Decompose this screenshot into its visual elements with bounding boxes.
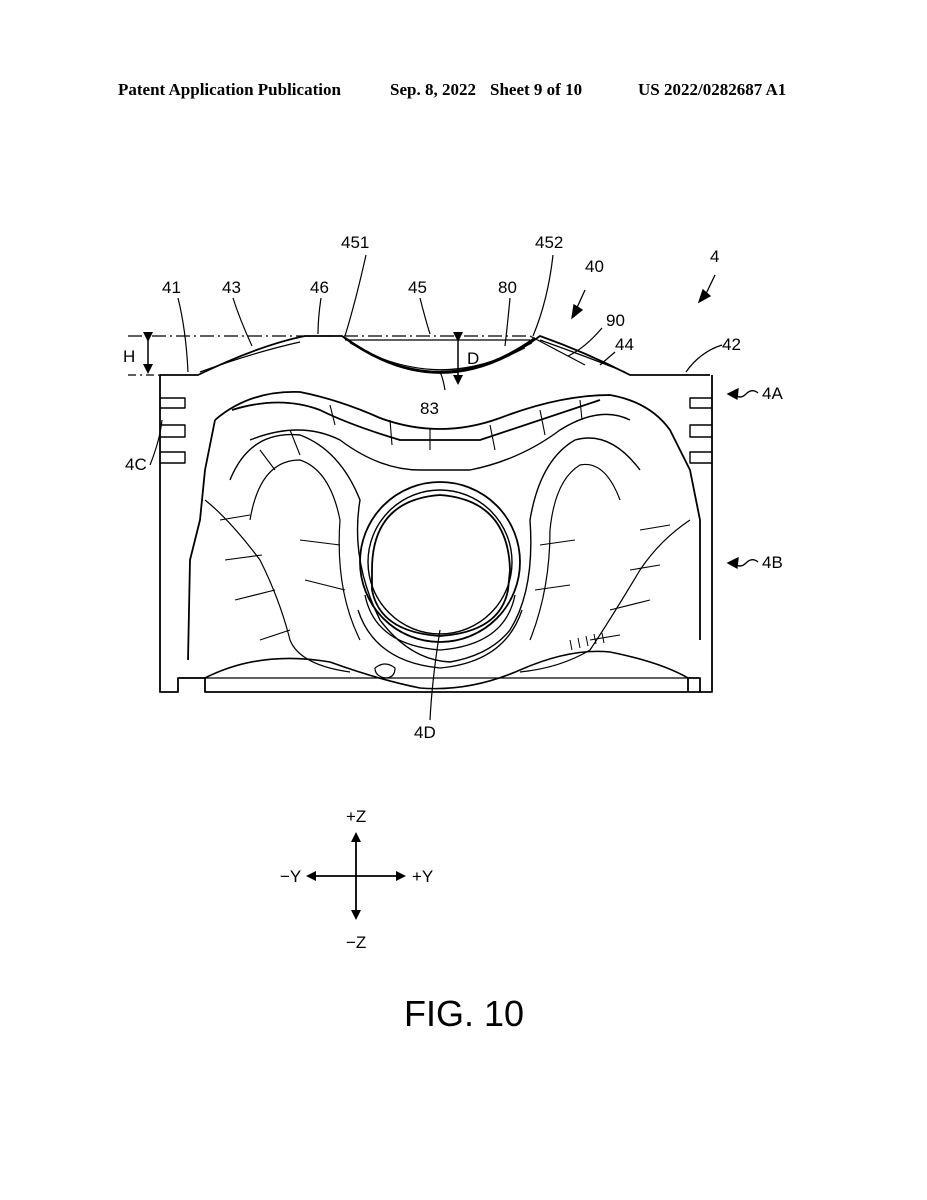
label-4D: 4D <box>414 723 436 742</box>
underside-left <box>187 419 216 661</box>
publication-title: Patent Application Publication <box>118 80 341 99</box>
label-46: 46 <box>310 278 329 297</box>
leader-lines <box>149 254 723 721</box>
rib-upper <box>231 399 601 441</box>
publication-date: Sep. 8, 2022 <box>390 80 476 99</box>
pin-boss-outer <box>359 481 521 643</box>
rib-right-loop <box>449 437 641 663</box>
crown-face-inner <box>199 339 626 373</box>
label-42: 42 <box>722 335 741 354</box>
label-4C: 4C <box>125 455 147 474</box>
pin-boss-small-loop <box>374 663 396 679</box>
cavity-shading <box>349 342 533 371</box>
label-4A: 4A <box>762 384 783 403</box>
rib-left-loop <box>229 433 451 663</box>
label-44: 44 <box>615 335 634 354</box>
rib-right-loop-2 <box>529 463 621 641</box>
label-451: 451 <box>341 233 369 252</box>
axis-label-plus-z: +Z <box>346 807 366 826</box>
rib-segments <box>219 399 671 641</box>
dimension-d: D <box>453 332 479 385</box>
rib-left-loop-2 <box>249 459 361 641</box>
label-4B: 4B <box>762 553 783 572</box>
label-452: 452 <box>535 233 563 252</box>
rib-outer-right <box>519 519 691 673</box>
label-H: H <box>123 347 135 366</box>
label-80: 80 <box>498 278 517 297</box>
label-90: 90 <box>606 311 625 330</box>
label-4: 4 <box>710 247 719 266</box>
dimension-h: H <box>123 332 153 374</box>
pin-boss-rim <box>357 594 523 669</box>
hatch-right <box>569 632 605 651</box>
label-D: D <box>467 349 479 368</box>
label-41: 41 <box>162 278 181 297</box>
pin-boss-mid <box>367 489 513 635</box>
skirt-curve <box>204 650 689 690</box>
label-83: 83 <box>420 399 439 418</box>
axis-label-plus-y: +Y <box>412 867 433 886</box>
label-40: 40 <box>585 257 604 276</box>
underside-top <box>214 391 701 640</box>
ring-groove-left <box>160 397 186 464</box>
squiggle-arrows <box>571 274 759 570</box>
ring-groove-right <box>689 397 712 464</box>
publication-number: US 2022/0282687 A1 <box>638 80 787 99</box>
pin-hole <box>371 494 511 637</box>
coordinate-axes <box>306 832 406 920</box>
axis-label-minus-z: −Z <box>346 933 366 952</box>
sheet-number: Sheet 9 of 10 <box>490 80 583 99</box>
rib-cross-1 <box>249 413 631 471</box>
piston-drawing <box>128 335 713 693</box>
axis-label-minus-y: −Y <box>280 867 301 886</box>
figure-caption: FIG. 10 <box>404 993 524 1034</box>
piston-body-outline <box>159 375 713 693</box>
label-45: 45 <box>408 278 427 297</box>
edge-452 <box>529 335 586 366</box>
label-43: 43 <box>222 278 241 297</box>
